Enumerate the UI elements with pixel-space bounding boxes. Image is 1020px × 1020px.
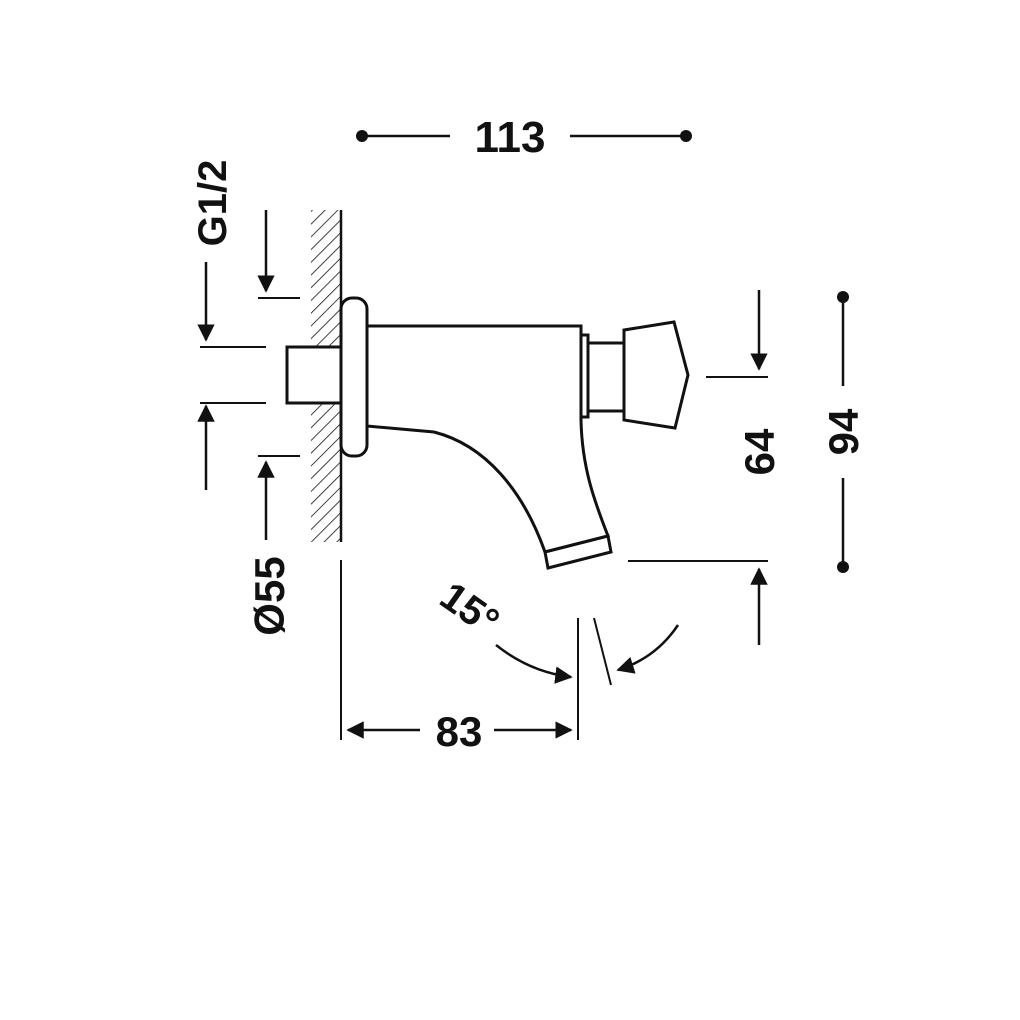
- dimension-flange-diameter: Ø55: [246, 210, 300, 636]
- dimension-wall-to-spout: 83: [340, 560, 579, 755]
- spout-outlet: [543, 534, 613, 570]
- label-overall-width: 113: [475, 113, 546, 162]
- dimension-button-to-outlet: 64: [628, 290, 783, 645]
- tap-body: [285, 296, 690, 570]
- spout: [365, 324, 611, 554]
- dimension-overall-height: 94: [820, 291, 867, 573]
- inlet-pipe: [285, 345, 344, 405]
- button-stem: [586, 341, 626, 413]
- label-thread: G1/2: [191, 160, 235, 247]
- dimension-thread: G1/2: [191, 160, 266, 490]
- label-button-to-outlet: 64: [736, 428, 783, 475]
- push-button: [622, 320, 690, 430]
- label-wall-to-spout: 83: [436, 708, 483, 755]
- dimension-overall-width: 113: [356, 113, 692, 162]
- label-flange-diameter: Ø55: [246, 556, 293, 635]
- label-overall-height: 94: [820, 408, 867, 455]
- wall-flange: [339, 296, 369, 458]
- label-spout-angle: 15°: [432, 574, 507, 645]
- dimension-spout-angle: 15°: [432, 574, 680, 686]
